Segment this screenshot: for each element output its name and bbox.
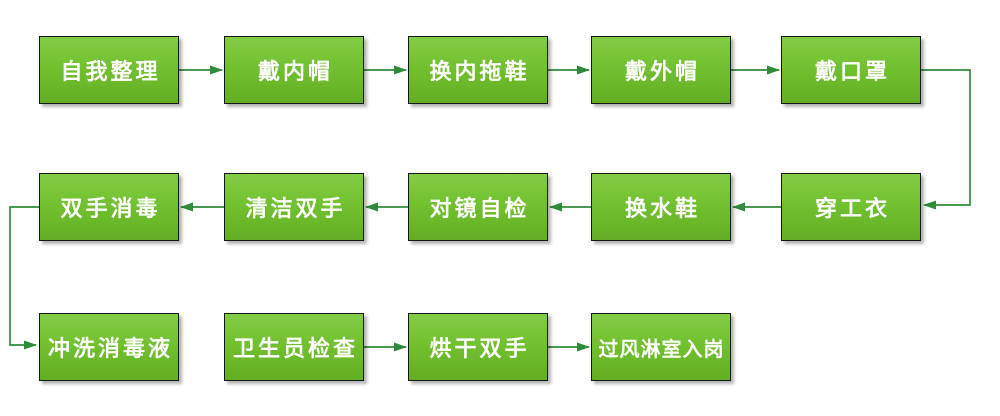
step-wear-inner-cap: 戴内帽	[224, 36, 364, 104]
step-clean-hands: 清洁双手	[224, 173, 364, 241]
step-air-shower-to-post: 过风淋室入岗	[591, 313, 731, 381]
step-label: 戴外帽	[624, 60, 700, 85]
step-hygienist-check: 卫生员检查	[224, 313, 364, 381]
step-label: 自我整理	[60, 60, 161, 85]
step-label: 戴内帽	[257, 60, 333, 85]
arrow-disinfect-hands-to-rinse-disinfectant	[9, 206, 39, 350]
step-wear-mask: 戴口罩	[781, 36, 921, 104]
step-label: 清洁双手	[245, 197, 346, 222]
step-rinse-disinfectant: 冲洗消毒液	[39, 313, 179, 381]
step-label: 过风淋室入岗	[598, 336, 725, 361]
step-dry-hands: 烘干双手	[408, 313, 548, 381]
arrow-wear-mask-to-wear-work-clothes	[921, 69, 971, 210]
step-wear-outer-cap: 戴外帽	[591, 36, 731, 104]
step-label: 穿工衣	[814, 197, 890, 222]
step-label: 换水鞋	[624, 197, 700, 222]
step-wear-work-clothes: 穿工衣	[781, 173, 921, 241]
step-label: 双手消毒	[60, 197, 161, 222]
step-label: 换内拖鞋	[429, 60, 530, 85]
step-self-arrange: 自我整理	[39, 36, 179, 104]
step-label: 烘干双手	[429, 337, 530, 362]
step-label: 冲洗消毒液	[47, 337, 173, 362]
step-disinfect-hands: 双手消毒	[39, 173, 179, 241]
step-change-water-boots: 换水鞋	[591, 173, 731, 241]
step-mirror-self-check: 对镜自检	[408, 173, 548, 241]
step-label: 对镜自检	[429, 197, 530, 222]
step-label: 卫生员检查	[232, 337, 358, 362]
step-change-inner-slippers: 换内拖鞋	[408, 36, 548, 104]
step-label: 戴口罩	[814, 60, 890, 85]
